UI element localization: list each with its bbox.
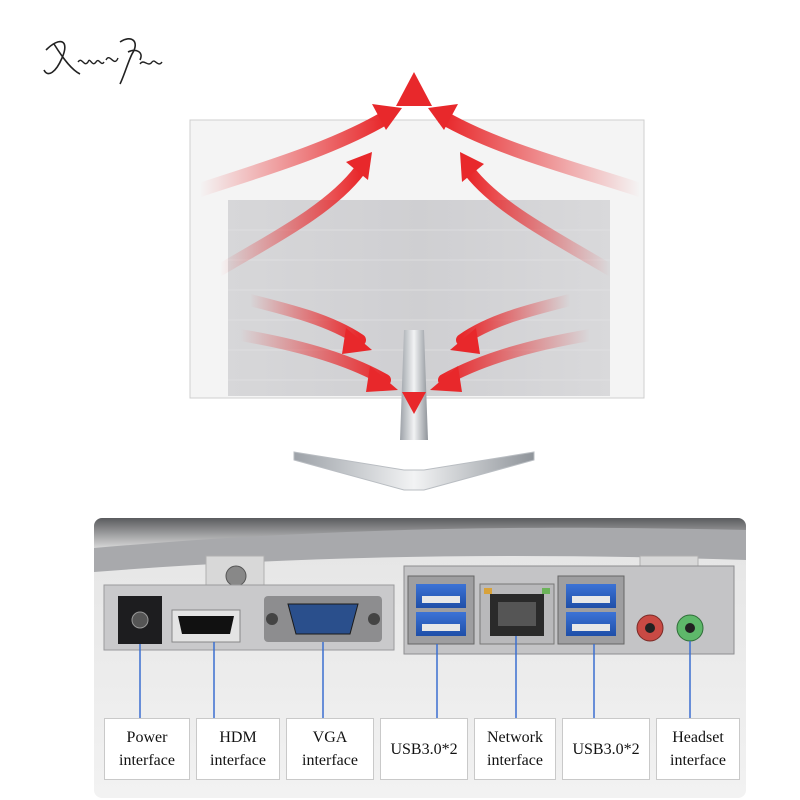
usb-right-ports xyxy=(557,575,625,645)
label-usb-left: USB3.0*2 xyxy=(380,718,468,780)
label-usb-right-line1: USB3.0*2 xyxy=(572,740,640,758)
monitor-stand-neck xyxy=(400,330,428,440)
brand-logo xyxy=(43,38,163,85)
callout-lines xyxy=(139,636,691,720)
label-network-line2: interface xyxy=(487,752,543,769)
label-power: Power interface xyxy=(104,718,190,780)
headset-ports xyxy=(636,614,704,642)
hdmi-port xyxy=(171,609,241,643)
label-vga-line2: interface xyxy=(302,752,358,769)
heat-arrows xyxy=(193,72,647,414)
monitor-stand-base xyxy=(293,451,535,491)
label-headset-line1: Headset xyxy=(672,729,724,746)
label-headset: Headset interface xyxy=(656,718,740,780)
label-usb-left-line1: USB3.0*2 xyxy=(390,740,458,758)
label-usb-right: USB3.0*2 xyxy=(562,718,650,780)
power-port xyxy=(118,596,162,644)
label-vga-line1: VGA xyxy=(312,729,348,746)
label-hdmi: HDM interface xyxy=(196,718,280,780)
label-hdmi-line1: HDM xyxy=(219,729,257,746)
vga-port xyxy=(264,596,382,642)
label-power-line2: interface xyxy=(119,752,175,769)
label-power-line1: Power xyxy=(126,729,168,746)
label-network-line1: Network xyxy=(487,729,543,746)
monitor-illustration xyxy=(189,72,647,491)
network-port xyxy=(479,583,555,645)
label-headset-line2: interface xyxy=(670,752,726,769)
label-vga: VGA interface xyxy=(286,718,374,780)
label-hdmi-line2: interface xyxy=(210,752,266,769)
usb-left-ports xyxy=(407,575,475,645)
label-network: Network interface xyxy=(474,718,556,780)
